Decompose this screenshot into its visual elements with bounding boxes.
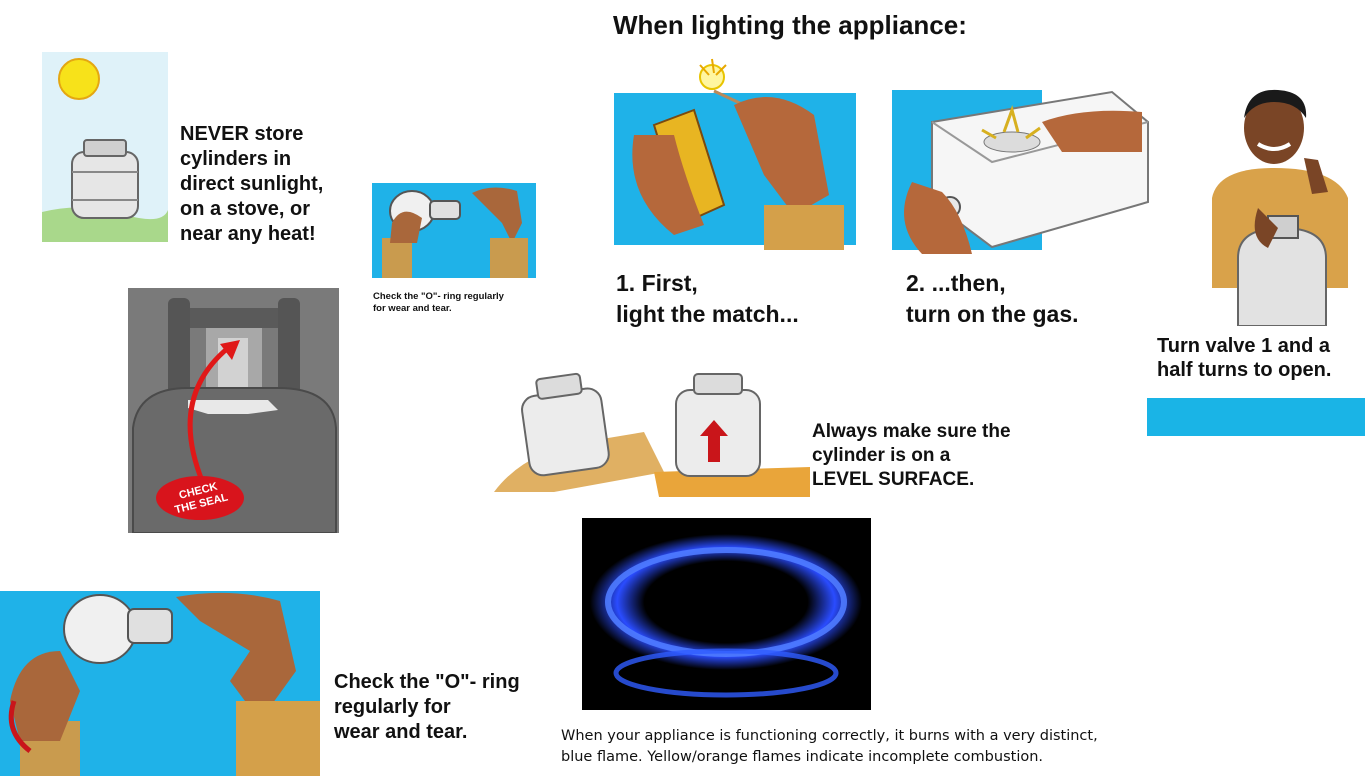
check-seal-photo: CHECK THE SEAL: [128, 288, 339, 533]
oring-small-caption: Check the "O"- ring regularly for wear a…: [373, 291, 504, 314]
accent-bar: [1147, 398, 1365, 436]
gas-knob-illustration: [892, 82, 1149, 254]
level-text: Always make sure the cylinder is on a LE…: [812, 421, 1011, 490]
match-illustration: [614, 55, 856, 252]
cylinder-icon: [1237, 226, 1327, 326]
gas-cylinder-icon: [71, 151, 139, 219]
valve-text: Turn valve 1 and a half turns to open.: [1157, 335, 1332, 381]
oring-small-illustration: [372, 183, 536, 278]
tilted-cylinder-icon: [521, 387, 610, 477]
arrow-icon: [220, 340, 240, 360]
flame-note: When your appliance is functioning corre…: [561, 728, 1098, 765]
oring-large-text: Check the "O"- ring regularly for wear a…: [334, 671, 520, 743]
seal-badge: [156, 476, 244, 520]
page-title: When lighting the appliance:: [613, 10, 967, 40]
oring-fitting-icon: [127, 608, 173, 644]
level-surface-illustration: [494, 362, 810, 502]
step2-text: 2. ...then, turn on the gas.: [906, 270, 1079, 327]
sun-icon: [58, 58, 100, 100]
sunlight-warning-text: NEVER store cylinders in direct sunlight…: [180, 123, 324, 245]
up-arrow-icon: [700, 420, 728, 462]
oring-large-illustration: [0, 591, 320, 776]
sunlight-illustration: [42, 52, 168, 242]
flame-ring: [605, 547, 847, 657]
valve-person-illustration: [1208, 88, 1356, 326]
blue-flame-photo: [582, 518, 871, 710]
step1-text: 1. First, light the match...: [616, 270, 799, 327]
